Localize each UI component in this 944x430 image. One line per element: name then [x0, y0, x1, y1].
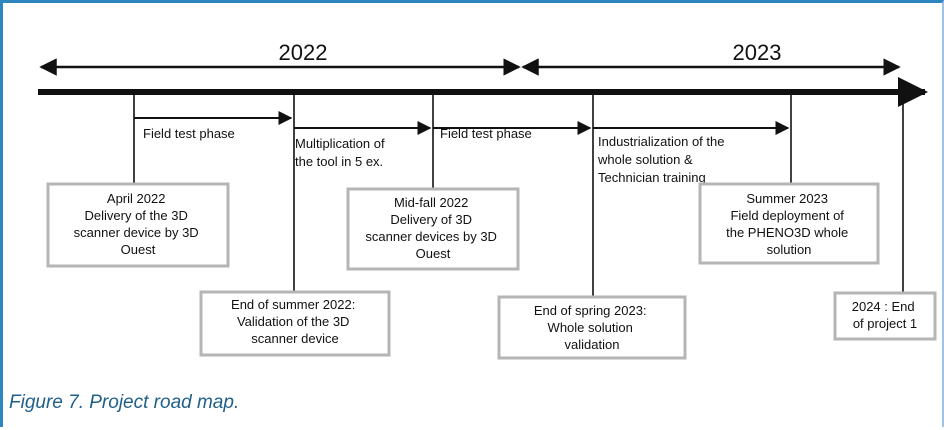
phase-label-industrialization: Industrialization of the whole solution … [597, 134, 728, 185]
year-label-2022: 2022 [279, 40, 328, 65]
milestone-box-end-spring-2023: End of spring 2023: Whole solution valid… [497, 295, 687, 360]
phase-label-field-test-2: Field test phase [440, 126, 532, 141]
milestone-box-end-2024: 2024 : End of project 1 [833, 291, 937, 341]
svg-text:April 2022 Delivery of t: April 2022 Delivery of the 3D scanner de… [74, 191, 203, 257]
figure-caption: Figure 7. Project road map. [9, 392, 240, 413]
milestone-box-end-summer-2022: End of summer 2022: Validation of the 3D… [199, 290, 391, 357]
svg-text:2024 : End of project 1: 2024 : End of project 1 [852, 299, 919, 331]
year-label-2023: 2023 [733, 40, 782, 65]
svg-text:End of spring 2023: Whol: End of spring 2023: Whole solution valid… [534, 303, 650, 352]
milestone-box-mid-fall-2022: Mid-fall 2022 Delivery of 3D scanner dev… [346, 187, 520, 271]
milestone-box-april-2022: April 2022 Delivery of the 3D scanner de… [46, 182, 230, 268]
roadmap-diagram: 2022 2023 Field test phase Multiplicatio… [38, 40, 937, 360]
svg-text:End of summer 2022: Vali: End of summer 2022: Validation of the 3D… [231, 297, 359, 346]
svg-text:Mid-fall 2022 Delivery o: Mid-fall 2022 Delivery of 3D scanner dev… [365, 195, 500, 261]
milestone-box-summer-2023: Summer 2023 Field deployment of the PHEN… [698, 182, 880, 265]
svg-text:Summer 2023 Field deploy: Summer 2023 Field deployment of the PHEN… [726, 191, 852, 257]
phase-label-field-test-1: Field test phase [143, 126, 235, 141]
phase-label-multiplication: Multiplication of the tool in 5 ex. [295, 136, 388, 169]
